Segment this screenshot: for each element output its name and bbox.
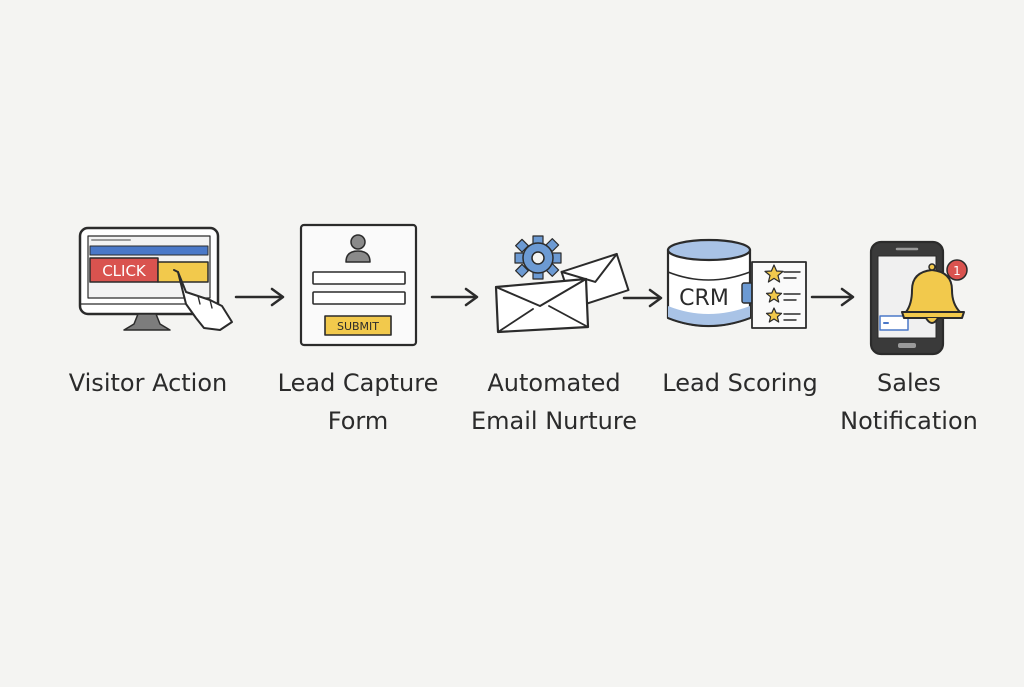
star-rating-icon xyxy=(764,264,784,323)
monitor-click-icon: CLICK xyxy=(78,226,233,331)
crm-text: CRM xyxy=(679,286,729,311)
step-label-visitor-action: Visitor Action xyxy=(68,369,228,397)
form-icon: SUBMIT xyxy=(299,223,418,347)
click-button-text: CLICK xyxy=(102,262,147,280)
bell-icon xyxy=(901,263,965,324)
crm-database-icon: CRM xyxy=(666,238,755,328)
arrow-3-icon xyxy=(622,288,663,308)
arrow-4-icon xyxy=(810,287,855,307)
arrow-1-icon xyxy=(234,287,285,307)
step-label-lead-capture-form: Lead Capture Form xyxy=(277,369,439,435)
submit-button-text: SUBMIT xyxy=(337,320,379,333)
arrow-2-icon xyxy=(430,287,479,307)
phone-bell-icon: 1 xyxy=(869,240,968,356)
envelope-front-icon xyxy=(494,277,590,334)
gear-icon xyxy=(514,235,562,280)
email-gear-icon xyxy=(494,235,630,334)
notification-count: 1 xyxy=(953,264,961,278)
step-label-automated-email-nurture: Automated Email Nurture xyxy=(471,369,637,435)
step-label-sales-notification: Sales Notification xyxy=(840,369,978,435)
score-list-icon xyxy=(751,261,807,329)
step-label-lead-scoring: Lead Scoring xyxy=(662,369,818,397)
notification-badge: 1 xyxy=(946,259,968,281)
